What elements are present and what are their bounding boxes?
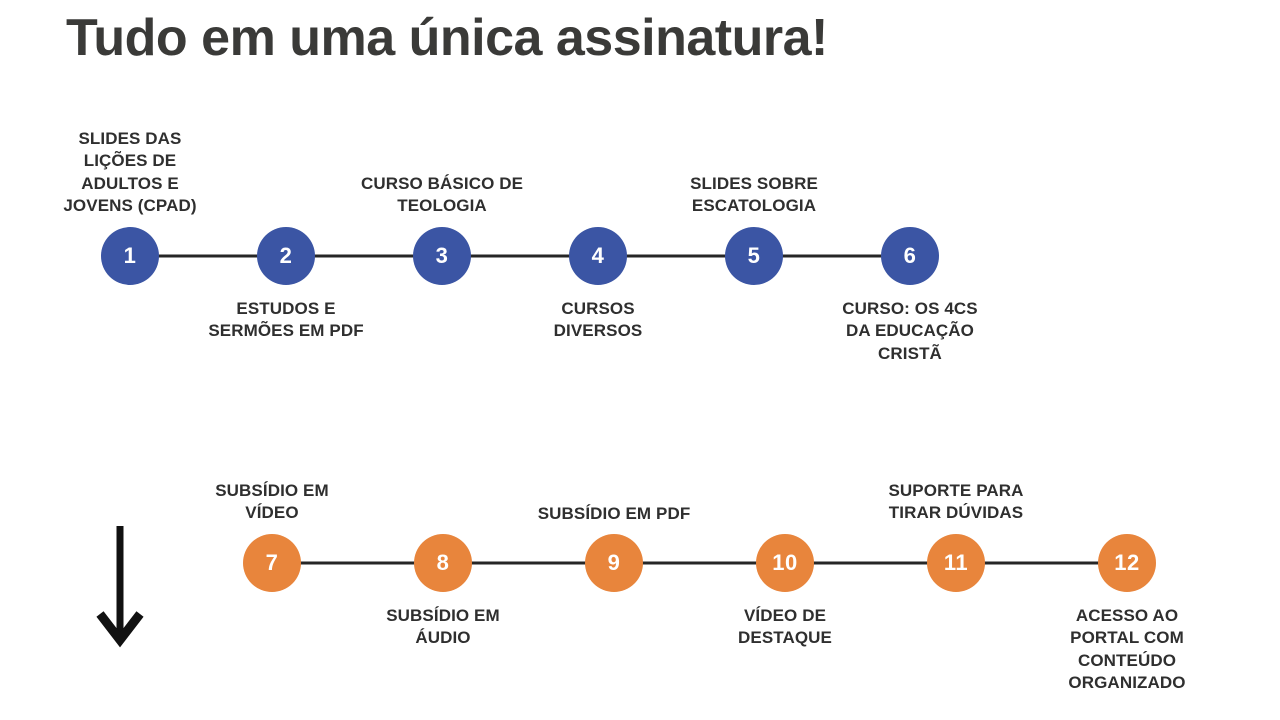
timeline-node-3[interactable]: 3 xyxy=(413,227,471,285)
timeline-node-number: 4 xyxy=(591,243,605,268)
timeline-caption-7: SUBSÍDIO EM VÍDEO xyxy=(215,481,329,523)
timeline-node-number: 6 xyxy=(903,243,917,268)
timeline-node-2[interactable]: 2 xyxy=(257,227,315,285)
timeline-caption-5: SLIDES SOBRE ESCATOLOGIA xyxy=(690,174,818,216)
timeline-node-number: 7 xyxy=(265,550,279,575)
timeline-caption-11: SUPORTE PARA TIRAR DÚVIDAS xyxy=(888,481,1024,523)
timeline-node-number: 5 xyxy=(747,243,761,268)
timeline-caption-2: ESTUDOS E SERMÕES EM PDF xyxy=(208,299,364,341)
timeline-node-1[interactable]: 1 xyxy=(101,227,159,285)
timeline-node-9[interactable]: 9 xyxy=(585,534,643,592)
timeline-node-number: 9 xyxy=(607,550,621,575)
timeline-node-number: 2 xyxy=(279,243,293,268)
timeline-node-10[interactable]: 10 xyxy=(756,534,814,592)
timeline-row-1: 1 2 3 4 5 6 xyxy=(90,226,950,286)
page-title: Tudo em uma única assinatura! xyxy=(66,9,828,67)
timeline-node-number: 3 xyxy=(435,243,449,268)
timeline-node-number: 1 xyxy=(123,243,137,268)
timeline-node-number: 8 xyxy=(436,550,450,575)
arrow-down-icon xyxy=(96,524,144,648)
timeline-caption-3: CURSO BÁSICO DE TEOLOGIA xyxy=(360,174,524,216)
timeline-caption-12: ACESSO AO PORTAL COM CONTEÚDO ORGANIZADO xyxy=(1068,606,1186,693)
timeline-node-5[interactable]: 5 xyxy=(725,227,783,285)
timeline-caption-1: SLIDES DAS LIÇÕES DE ADULTOS E JOVENS (C… xyxy=(63,129,197,216)
timeline-node-4[interactable]: 4 xyxy=(569,227,627,285)
timeline-track-2 xyxy=(272,561,1127,565)
timeline-node-12[interactable]: 12 xyxy=(1098,534,1156,592)
timeline-caption-4: CURSOS DIVERSOS xyxy=(553,299,643,341)
timeline-node-8[interactable]: 8 xyxy=(414,534,472,592)
timeline-caption-9: SUBSÍDIO EM PDF xyxy=(537,503,691,523)
timeline-node-6[interactable]: 6 xyxy=(881,227,939,285)
timeline-node-11[interactable]: 11 xyxy=(927,534,985,592)
timeline-caption-8: SUBSÍDIO EM ÁUDIO xyxy=(386,606,500,648)
timeline-node-7[interactable]: 7 xyxy=(243,534,301,592)
timeline-row-2: 7 8 9 10 11 12 xyxy=(232,533,1167,593)
timeline-node-number: 12 xyxy=(1114,550,1140,575)
timeline-node-number: 11 xyxy=(943,550,969,575)
timeline-caption-6: CURSO: OS 4CS DA EDUCAÇÃO CRISTÃ xyxy=(842,299,978,363)
timeline-node-number: 10 xyxy=(772,550,798,575)
timeline-track-1 xyxy=(130,254,910,258)
timeline-caption-10: VÍDEO DE DESTAQUE xyxy=(738,606,832,648)
